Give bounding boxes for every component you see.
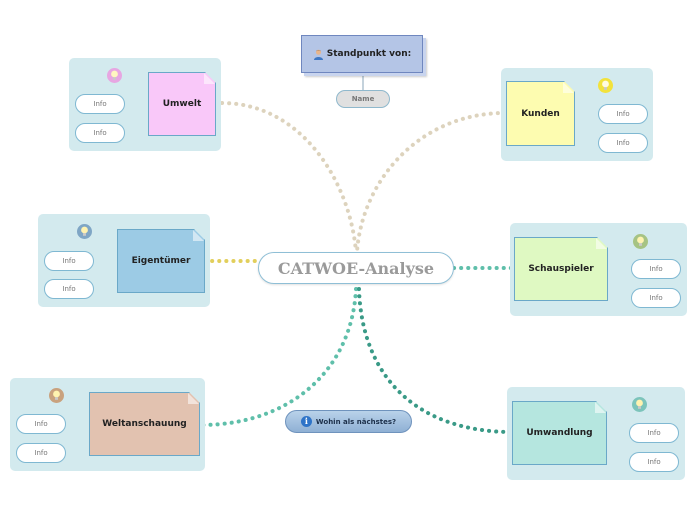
lightbulb-icon[interactable] <box>49 388 64 403</box>
topic-label: Umwandlung <box>526 428 593 438</box>
topic-umwandlung[interactable]: Umwandlung <box>512 401 607 465</box>
info-pill[interactable]: Info <box>629 452 679 472</box>
info-pill[interactable]: Info <box>75 94 125 114</box>
info-pill[interactable]: Info <box>631 288 681 308</box>
info-pill[interactable]: Info <box>629 423 679 443</box>
standpoint-label: Standpunkt von: <box>326 49 412 59</box>
next-step-label: Wohin als nächstes? <box>315 417 397 426</box>
topic-label: Umwelt <box>162 99 202 109</box>
info-pill[interactable]: Info <box>631 259 681 279</box>
topic-label: Schauspieler <box>528 264 594 274</box>
central-topic[interactable]: CATWOE-Analyse <box>258 252 454 284</box>
person-icon <box>313 49 324 60</box>
topic-schauspieler[interactable]: Schauspieler <box>514 237 608 301</box>
connector-weltanschauung <box>199 287 358 427</box>
info-pill[interactable]: Info <box>75 123 125 143</box>
info-pill[interactable]: Info <box>16 414 66 434</box>
info-pill[interactable]: Info <box>44 251 94 271</box>
name-field[interactable]: Name <box>336 90 390 108</box>
info-pill[interactable]: Info <box>44 279 94 299</box>
topic-label: Eigentümer <box>131 256 191 266</box>
central-topic-title: CATWOE-Analyse <box>277 258 435 278</box>
info-pill[interactable]: Info <box>598 104 648 124</box>
lightbulb-icon[interactable] <box>107 68 122 83</box>
connector-umwelt <box>220 101 358 254</box>
standpoint-box[interactable]: Standpunkt von: <box>301 35 423 73</box>
connector-kunden <box>355 111 507 254</box>
info-pill[interactable]: Info <box>16 443 66 463</box>
next-step-button[interactable]: i Wohin als nächstes? <box>285 410 412 433</box>
lightbulb-icon[interactable] <box>632 397 647 412</box>
topic-label: Weltanschauung <box>102 419 187 429</box>
lightbulb-icon[interactable] <box>77 224 92 239</box>
lightbulb-icon[interactable] <box>633 234 648 249</box>
topic-label: Kunden <box>521 108 560 119</box>
name-placeholder: Name <box>351 95 375 103</box>
topic-kunden[interactable]: Kunden <box>506 81 575 146</box>
info-icon: i <box>300 416 312 427</box>
topic-eigentuemer[interactable]: Eigentümer <box>117 229 205 293</box>
info-pill[interactable]: Info <box>598 133 648 153</box>
lightbulb-icon[interactable] <box>598 78 613 93</box>
topic-weltanschauung[interactable]: Weltanschauung <box>89 392 200 456</box>
topic-umwelt[interactable]: Umwelt <box>148 72 216 136</box>
